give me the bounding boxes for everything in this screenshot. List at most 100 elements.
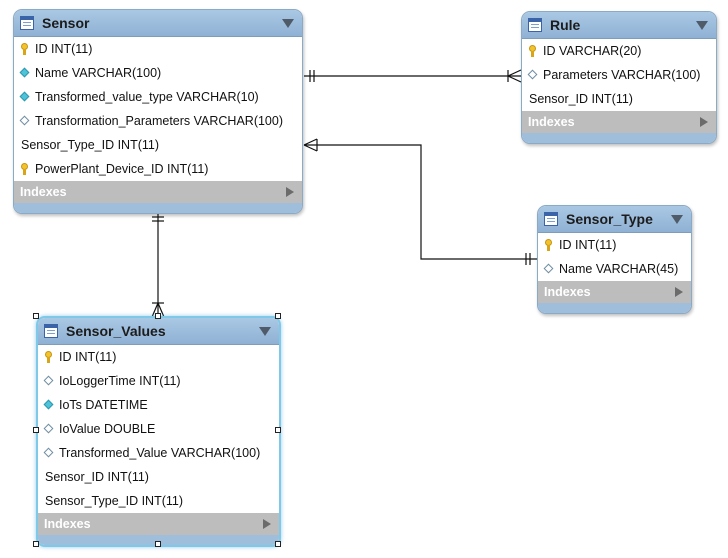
table-rule[interactable]: Rule ID VARCHAR(20) Parameters VARCHAR(10… (521, 11, 717, 144)
expand-arrow-icon[interactable] (263, 519, 271, 529)
indexes-section[interactable]: Indexes (14, 181, 302, 203)
expand-arrow-icon[interactable] (286, 187, 294, 197)
table-footer (538, 303, 691, 313)
column-label: IoLoggerTime INT(11) (59, 374, 181, 388)
column-row[interactable]: Name VARCHAR(45) (538, 257, 691, 281)
relationship-sensortype-sensor[interactable] (303, 138, 537, 265)
resize-handle-bottom-left[interactable] (33, 541, 39, 547)
column-row[interactable]: Sensor_ID INT(11) (38, 465, 279, 489)
primary-key-icon (19, 43, 31, 55)
table-sensor[interactable]: Sensor ID INT(11) Name VARCHAR(100) Transf… (13, 9, 303, 214)
column-label: Sensor_Type_ID INT(11) (21, 138, 160, 152)
primary-key-icon (527, 45, 539, 57)
column-row[interactable]: IoLoggerTime INT(11) (38, 369, 279, 393)
column-label: ID INT(11) (35, 42, 93, 56)
resize-handle-top-right[interactable] (275, 313, 281, 319)
column-label: Sensor_Type_ID INT(11) (45, 494, 184, 508)
table-icon (44, 324, 58, 338)
column-row[interactable]: Parameters VARCHAR(100) (522, 63, 716, 87)
column-label: Sensor_ID INT(11) (45, 470, 149, 484)
table-footer (14, 203, 302, 213)
table-icon (20, 16, 34, 30)
table-header[interactable]: Sensor_Type (538, 206, 691, 233)
filled-diamond-icon (19, 91, 31, 103)
relationship-sensor-sensorvalues[interactable] (151, 212, 165, 318)
column-label: ID INT(11) (59, 350, 117, 364)
column-list: ID VARCHAR(20) Parameters VARCHAR(100) Sen… (522, 39, 716, 111)
filled-diamond-icon (43, 399, 55, 411)
column-row[interactable]: Transformed_value_type VARCHAR(10) (14, 85, 302, 109)
table-title: Sensor (42, 15, 90, 31)
primary-key-icon (19, 163, 31, 175)
column-row[interactable]: ID INT(11) (14, 37, 302, 61)
open-diamond-icon (527, 69, 539, 81)
column-row[interactable]: IoTs DATETIME (38, 393, 279, 417)
resize-handle-middle-right[interactable] (275, 427, 281, 433)
expand-arrow-icon[interactable] (700, 117, 708, 127)
column-row[interactable]: ID VARCHAR(20) (522, 39, 716, 63)
table-sensor-type[interactable]: Sensor_Type ID INT(11) Name VARCHAR(45) I… (537, 205, 692, 314)
collapse-caret-icon[interactable] (696, 20, 708, 30)
column-row[interactable]: Sensor_Type_ID INT(11) (38, 489, 279, 513)
indexes-label: Indexes (20, 185, 67, 199)
table-title: Sensor_Values (66, 323, 166, 339)
column-label: IoValue DOUBLE (59, 422, 156, 436)
column-label: Transformed_Value VARCHAR(100) (59, 446, 261, 460)
primary-key-icon (43, 351, 55, 363)
primary-key-icon (543, 239, 555, 251)
table-icon (528, 18, 542, 32)
indexes-section[interactable]: Indexes (538, 281, 691, 303)
resize-handle-top-center[interactable] (155, 313, 161, 319)
open-diamond-icon (543, 263, 555, 275)
column-list: ID INT(11) IoLoggerTime INT(11) IoTs DATET… (38, 345, 279, 513)
indexes-label: Indexes (528, 115, 575, 129)
indexes-section[interactable]: Indexes (522, 111, 716, 133)
table-header[interactable]: Rule (522, 12, 716, 39)
table-icon (544, 212, 558, 226)
resize-handle-bottom-right[interactable] (275, 541, 281, 547)
column-label: Transformed_value_type VARCHAR(10) (35, 90, 259, 104)
open-diamond-icon (43, 375, 55, 387)
indexes-label: Indexes (44, 517, 91, 531)
column-list: ID INT(11) Name VARCHAR(45) (538, 233, 691, 281)
column-label: Name VARCHAR(45) (559, 262, 679, 276)
column-label: Name VARCHAR(100) (35, 66, 162, 80)
resize-handle-bottom-center[interactable] (155, 541, 161, 547)
table-header[interactable]: Sensor_Values (38, 318, 279, 345)
column-row[interactable]: Transformation_Parameters VARCHAR(100) (14, 109, 302, 133)
column-row[interactable]: IoValue DOUBLE (38, 417, 279, 441)
table-footer (522, 133, 716, 143)
column-row[interactable]: ID INT(11) (38, 345, 279, 369)
column-label: ID INT(11) (559, 238, 617, 252)
column-list: ID INT(11) Name VARCHAR(100) Transformed_v… (14, 37, 302, 181)
table-title: Sensor_Type (566, 211, 653, 227)
column-row[interactable]: Sensor_ID INT(11) (522, 87, 716, 111)
collapse-caret-icon[interactable] (259, 326, 271, 336)
collapse-caret-icon[interactable] (282, 18, 294, 28)
column-row[interactable]: Transformed_Value VARCHAR(100) (38, 441, 279, 465)
filled-diamond-icon (19, 67, 31, 79)
resize-handle-top-left[interactable] (33, 313, 39, 319)
expand-arrow-icon[interactable] (675, 287, 683, 297)
table-title: Rule (550, 17, 581, 33)
column-label: Parameters VARCHAR(100) (543, 68, 701, 82)
column-label: PowerPlant_Device_ID INT(11) (35, 162, 209, 176)
relationship-sensor-rule[interactable] (304, 69, 522, 83)
column-row[interactable]: ID INT(11) (538, 233, 691, 257)
column-row[interactable]: Name VARCHAR(100) (14, 61, 302, 85)
table-sensor-values[interactable]: Sensor_Values ID INT(11) IoLoggerTime INT… (36, 316, 281, 547)
column-label: Sensor_ID INT(11) (529, 92, 633, 106)
open-diamond-icon (43, 423, 55, 435)
table-header[interactable]: Sensor (14, 10, 302, 37)
column-label: ID VARCHAR(20) (543, 44, 642, 58)
column-row[interactable]: Sensor_Type_ID INT(11) (14, 133, 302, 157)
column-row[interactable]: PowerPlant_Device_ID INT(11) (14, 157, 302, 181)
collapse-caret-icon[interactable] (671, 214, 683, 224)
indexes-section[interactable]: Indexes (38, 513, 279, 535)
resize-handle-middle-left[interactable] (33, 427, 39, 433)
column-label: Transformation_Parameters VARCHAR(100) (35, 114, 283, 128)
indexes-label: Indexes (544, 285, 591, 299)
open-diamond-icon (43, 447, 55, 459)
column-label: IoTs DATETIME (59, 398, 148, 412)
